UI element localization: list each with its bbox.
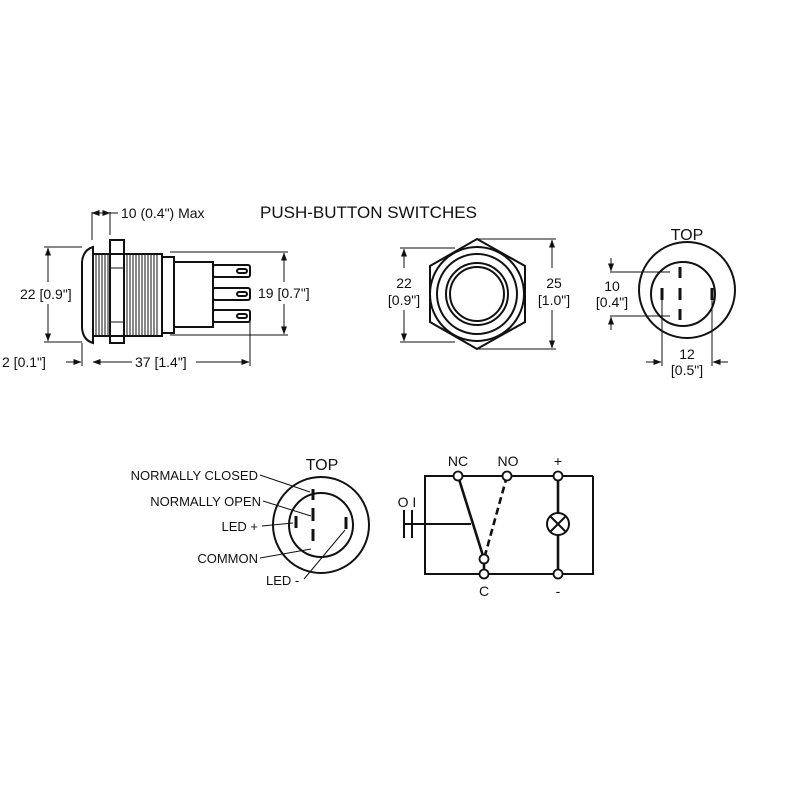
minus-label: - [556, 583, 561, 599]
lamp-icon [546, 512, 570, 536]
minus-terminal [552, 568, 564, 580]
top-view-label: TOP [671, 227, 704, 244]
common-label: COMMON [197, 551, 258, 566]
top-horizontal-dim-mm: 12 [679, 346, 695, 362]
led-minus-label: LED - [266, 573, 299, 588]
top-vertical-dim-in: [0.4"] [596, 294, 628, 310]
common-pivot [478, 553, 490, 565]
led-plus-label: LED + [222, 519, 259, 534]
no-label: NO [498, 453, 519, 469]
c-label: C [479, 583, 489, 599]
no-contact [482, 475, 509, 560]
bezel-diameter-dim: 22 [0.9"] [20, 286, 72, 302]
switch-body [173, 261, 214, 328]
nc-terminal [452, 470, 464, 482]
collar [161, 256, 175, 334]
top-horizontal-dim-in: [0.5"] [671, 362, 703, 378]
plus-label: + [554, 453, 562, 469]
threads [95, 254, 158, 336]
no-terminal [501, 470, 513, 482]
normally-open-label: NORMALLY OPEN [150, 494, 261, 509]
side-view: 10 (0.4") Max 22 [0.9"] 19 [0.7"] 2 [0.1… [2, 205, 319, 370]
hex-left-dim-mm: 22 [396, 275, 412, 291]
c-terminal [478, 568, 490, 580]
pinout-top-label: TOP [306, 457, 339, 474]
nc-label: NC [448, 453, 468, 469]
terminals [212, 264, 251, 323]
body-length-dim: 37 [1.4"] [135, 354, 187, 370]
hex-left-dim-in: [0.9"] [388, 292, 420, 308]
top-vertical-dim-mm: 10 [604, 278, 620, 294]
max-depth-dim: 10 (0.4") Max [121, 205, 205, 221]
plus-terminal [552, 470, 564, 482]
bezel-thickness-dim: 2 [0.1"] [2, 354, 46, 370]
top-view: TOP 10 [0.4"] 12 [0.5"] [596, 227, 736, 378]
nut [109, 239, 125, 344]
terminal-height-dim: 19 [0.7"] [258, 285, 310, 301]
actuator-label: O I [398, 494, 417, 510]
bezel [81, 245, 94, 345]
normally-closed-label: NORMALLY CLOSED [131, 468, 258, 483]
circuit-schematic: O I NC NO + C - [398, 453, 594, 599]
hex-right-dim-mm: 25 [546, 275, 562, 291]
pinout-view: TOP NORMALLY CLOSED NORMALLY OPEN LED + … [131, 457, 370, 588]
nc-contact [456, 475, 486, 560]
hex-right-dim-in: [1.0"] [538, 292, 570, 308]
drawing-title: PUSH-BUTTON SWITCHES [260, 203, 477, 222]
front-hex-view: 22 [0.9"] 25 [1.0"] [388, 237, 570, 351]
